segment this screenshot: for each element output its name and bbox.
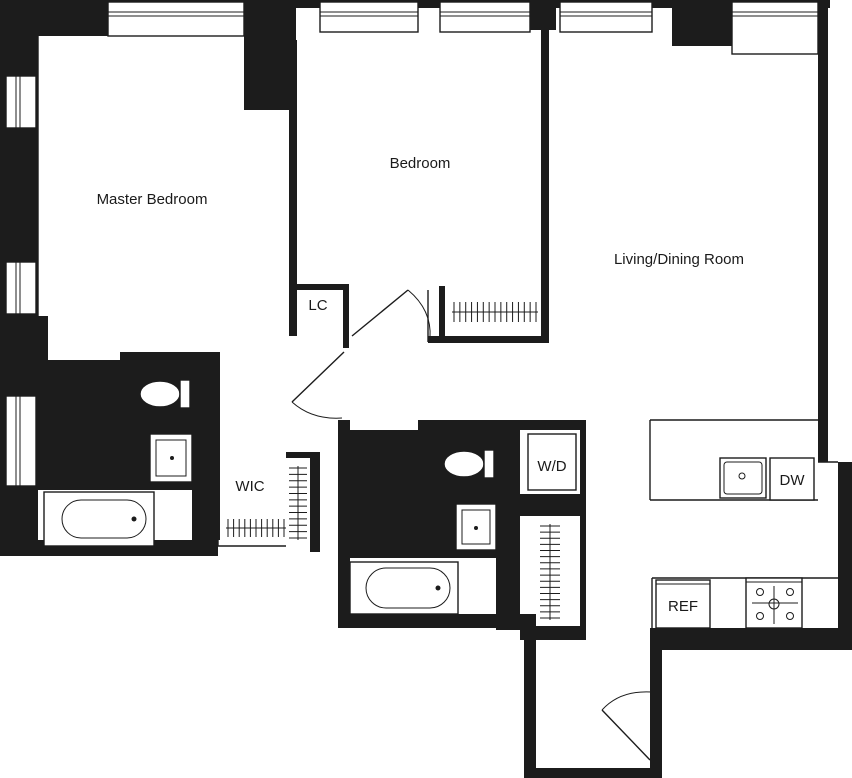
bath2-left-wall — [338, 420, 350, 626]
door-swing-icon — [601, 691, 653, 711]
foyer-left-wall — [524, 628, 536, 778]
closet-lower-wall — [520, 494, 586, 516]
kitchen — [655, 457, 815, 629]
window-icon — [559, 1, 653, 33]
toilet-icon — [443, 450, 485, 478]
hall-closet — [527, 433, 577, 620]
wic-top-wall — [286, 452, 320, 458]
labels: Master Bedroom Bedroom Living/Dining Roo… — [97, 155, 806, 615]
refrigerator-label: REF — [668, 598, 698, 615]
column-3 — [672, 0, 732, 46]
master-bedroom-label: Master Bedroom — [97, 191, 208, 208]
bedroom-label: Bedroom — [390, 155, 451, 172]
lc-label: LC — [308, 297, 327, 314]
closet-right-wall — [580, 420, 586, 500]
left-column-block — [0, 316, 48, 361]
bath2-bottom-wall — [338, 614, 536, 628]
window-icon — [5, 395, 37, 487]
corner-mass-diag — [38, 0, 108, 36]
living-dining-label: Living/Dining Room — [614, 251, 744, 268]
window-icon — [439, 1, 531, 33]
doors — [291, 289, 653, 761]
toilet-tank — [483, 449, 495, 479]
window-icon — [107, 1, 245, 37]
right-wall-lower — [838, 462, 852, 650]
wic-closet — [226, 466, 307, 540]
windows — [5, 1, 819, 487]
master-bath — [43, 379, 193, 547]
window-icon — [5, 261, 37, 315]
toilet-tank — [179, 379, 191, 409]
master-bath-top — [120, 352, 220, 360]
bedroom-closet — [452, 302, 538, 322]
washer-dryer-box — [527, 433, 577, 491]
column-1 — [244, 0, 296, 110]
kitchen-sink-icon — [719, 457, 767, 499]
door-swing-icon — [601, 709, 651, 761]
foyer-right-wall — [650, 640, 662, 778]
foyer-bottom-wall — [524, 768, 662, 778]
door-swing-icon — [407, 289, 431, 339]
bath2-right-wall — [496, 420, 520, 630]
wd-bottom — [520, 626, 586, 640]
master-bath-right — [192, 352, 220, 540]
dishwasher-label: DW — [780, 472, 806, 489]
partition-master-bedroom — [289, 40, 297, 336]
wic-label: WIC — [235, 478, 264, 495]
lc-wall-top — [289, 284, 349, 290]
window-icon — [319, 1, 419, 33]
room-outlines — [37, 36, 838, 628]
right-wall — [818, 0, 828, 462]
lc-wall-right — [343, 284, 349, 348]
bath-2 — [349, 449, 497, 615]
bedroom-closet-left — [439, 286, 445, 340]
window-icon — [731, 1, 819, 55]
window-icon — [5, 75, 37, 129]
door-swing-icon — [351, 289, 409, 337]
dishwasher-box — [769, 457, 815, 501]
partition-bedroom-living — [541, 8, 549, 342]
washer-dryer-label: W/D — [537, 458, 566, 475]
refrigerator-box — [655, 579, 711, 629]
toilet-icon — [139, 380, 181, 408]
closet-lower-right — [580, 516, 586, 636]
kitchen-bottom-wall — [650, 628, 852, 650]
bedroom-bottom-wall — [428, 336, 549, 343]
door-swing-icon — [291, 401, 343, 419]
door-swing-icon — [291, 351, 345, 403]
wic-right-wall — [310, 452, 320, 552]
